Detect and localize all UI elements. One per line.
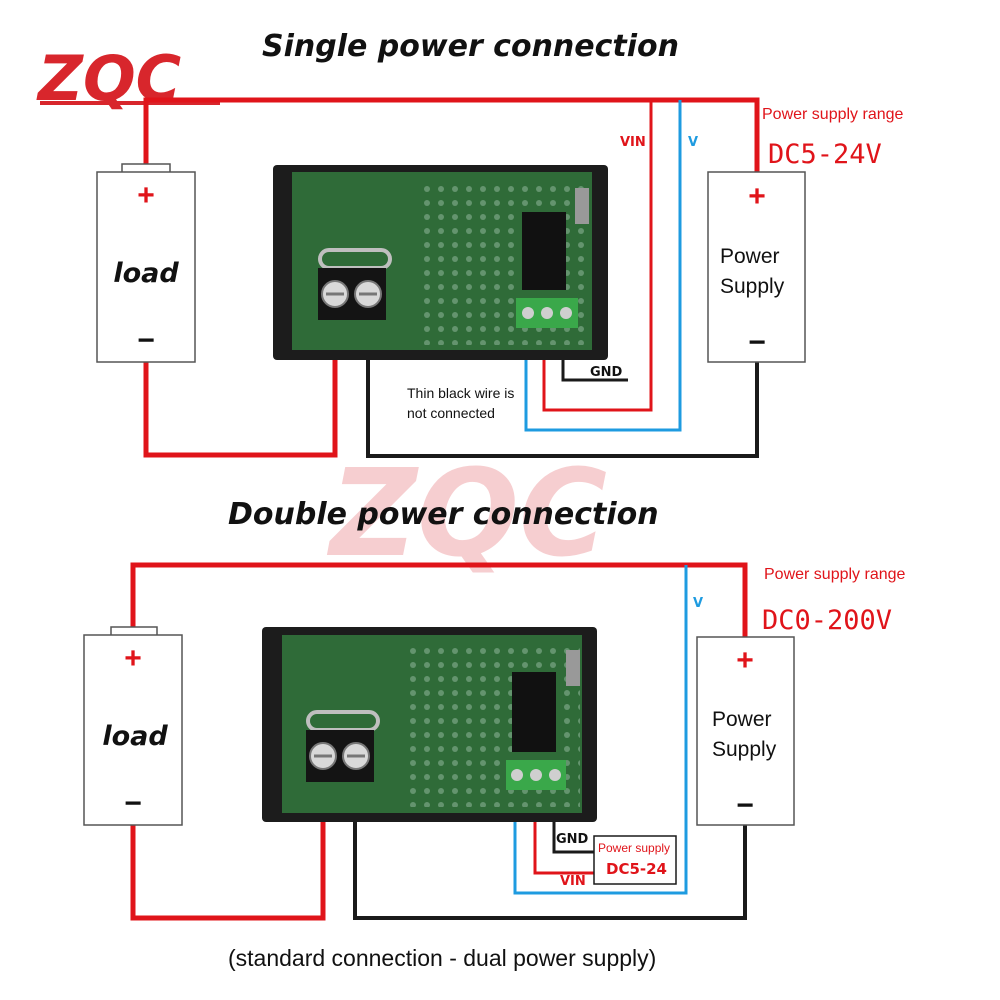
double-range-value: DC0-200V <box>762 605 892 636</box>
single-range-value: DC5-24V <box>768 139 882 170</box>
single-black-wire <box>366 310 759 458</box>
double-load-label: load <box>102 721 168 752</box>
single-red-load-wire <box>143 310 338 458</box>
double-supply-plus: + <box>736 644 754 677</box>
zqc-watermark: ZQC <box>326 445 607 584</box>
single-v-wire <box>524 100 682 432</box>
double-red-top-wire <box>130 562 748 640</box>
single-range-label: Power supply range <box>762 106 904 123</box>
double-title: Double power connection <box>228 497 659 532</box>
single-vin-wire <box>542 100 653 412</box>
double-power-supply: + Power Supply − <box>696 636 795 826</box>
zqc-logo: ZQC <box>36 42 220 115</box>
double-ic-chip <box>512 672 556 752</box>
single-load-body <box>96 171 196 363</box>
double-v-wire <box>513 565 688 895</box>
single-gnd-label: GND <box>590 365 623 380</box>
caption: (standard connection - dual power supply… <box>228 945 656 971</box>
single-vin-label: VIN <box>620 135 646 150</box>
double-supply-line1: Power <box>712 708 772 731</box>
double-load-body <box>83 634 183 826</box>
single-load-minus: − <box>137 324 155 357</box>
double-gnd-label: GND <box>556 832 589 847</box>
double-supply-minus: − <box>736 789 754 822</box>
single-load-label: load <box>113 258 179 289</box>
double-box-label: Power supply <box>598 841 670 855</box>
single-supply-line1: Power <box>720 245 780 268</box>
single-v-label: V <box>688 135 698 150</box>
single-supply-plus: + <box>748 180 766 213</box>
single-load-plus: + <box>137 179 155 212</box>
single-title: Single power connection <box>262 29 679 64</box>
double-black-wire <box>353 770 747 920</box>
double-load: + load − <box>83 626 183 826</box>
single-load: + load − <box>96 163 196 363</box>
double-supply-body <box>696 636 795 826</box>
double-box-value: DC5-24 <box>606 860 667 878</box>
single-meter-board <box>273 165 608 360</box>
double-vin-label: VIN <box>560 874 586 889</box>
single-red-top-wire <box>143 97 760 172</box>
single-ic-chip <box>522 212 566 290</box>
double-supply-line2: Supply <box>712 738 777 761</box>
double-v-label: V <box>693 596 703 611</box>
double-range-label: Power supply range <box>764 566 906 583</box>
single-supply-line2: Supply <box>720 275 785 298</box>
double-load-plus: + <box>124 642 142 675</box>
double-supply-box: Power supply DC5-24 <box>593 835 677 885</box>
single-supply-minus: − <box>748 326 766 359</box>
single-note-line1: Thin black wire is <box>407 385 514 401</box>
double-wires <box>130 562 748 921</box>
watermark-text: ZQC <box>326 445 607 584</box>
double-load-minus: − <box>124 787 142 820</box>
double-meter-board <box>262 627 597 822</box>
single-power-supply: + Power Supply − <box>707 171 806 363</box>
single-supply-body <box>707 171 806 363</box>
single-note-line2: not connected <box>407 405 495 421</box>
double-red-load-wire <box>130 770 326 921</box>
